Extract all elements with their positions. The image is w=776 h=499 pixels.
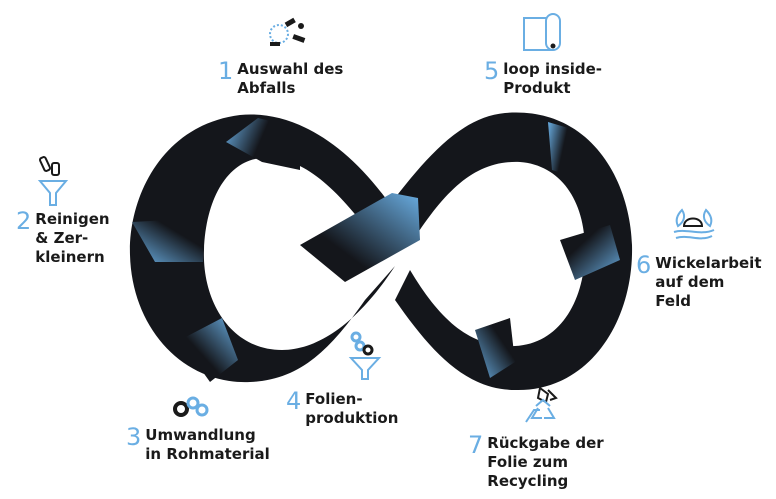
- step-6: 6 Wickelarbeit auf dem Feld: [636, 251, 762, 311]
- step-3-number: 3: [126, 423, 142, 451]
- step-4: 4 Folien- produktion: [286, 387, 399, 428]
- step-7: 7 Rückgabe der Folie zum Recycling: [468, 431, 604, 491]
- loop-segment-1: [226, 118, 300, 170]
- funnel-pellets-icon: [348, 330, 382, 380]
- granulate-pellets-icon: [172, 395, 212, 421]
- loop-segment-3: [180, 318, 238, 382]
- step-7-number: 7: [468, 431, 484, 459]
- step-6-label: Wickelarbeit auf dem Feld: [655, 254, 762, 310]
- loop-right-lobe: [370, 112, 633, 391]
- loop-segment-6: [560, 225, 620, 280]
- step-1-number: 1: [218, 57, 234, 85]
- film-roll-icon: [520, 10, 564, 54]
- loop-segment-4: [300, 193, 420, 282]
- recycle-icon: [518, 386, 568, 428]
- step-5-label: loop inside- Produkt: [503, 60, 603, 97]
- loop-segment-7: [475, 318, 515, 378]
- step-2: 2 Reinigen & Zer- kleinern: [16, 207, 110, 267]
- step-1: 1 Auswahl des Abfalls: [218, 57, 344, 98]
- step-4-number: 4: [286, 387, 302, 415]
- step-6-number: 6: [636, 251, 652, 279]
- loop-left-lobe: [129, 114, 403, 383]
- loop-segment-2: [132, 218, 205, 262]
- loop-segment-5: [548, 122, 578, 178]
- step-1-label: Auswahl des Abfalls: [237, 60, 344, 97]
- funnel-bottles-icon: [36, 155, 70, 207]
- step-5-number: 5: [484, 57, 500, 85]
- step-3-label: Umwandlung in Rohmaterial: [145, 426, 270, 463]
- step-2-label: Reinigen & Zer- kleinern: [35, 210, 110, 266]
- step-5: 5 loop inside- Produkt: [484, 57, 603, 98]
- step-4-label: Folien- produktion: [305, 390, 399, 427]
- waste-items-icon: [265, 16, 311, 50]
- step-3: 3 Umwandlung in Rohmaterial: [126, 423, 270, 464]
- step-2-number: 2: [16, 207, 32, 235]
- field-bale-icon: [672, 208, 716, 244]
- step-7-label: Rückgabe der Folie zum Recycling: [487, 434, 604, 490]
